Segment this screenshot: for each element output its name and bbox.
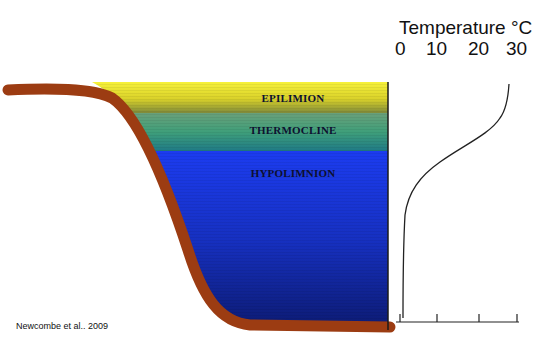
layer-label: EPILIMION xyxy=(262,92,325,104)
axis-title: Temperature °C xyxy=(399,17,532,39)
layer-label: THERMOCLINE xyxy=(249,124,336,136)
axis-tick-value: 20 xyxy=(468,38,489,60)
layer-label: HYPOLIMNION xyxy=(251,167,336,179)
water-layer-band: THERMOCLINE xyxy=(200,117,386,143)
axis-tick-value: 30 xyxy=(506,38,527,60)
source-note: Newcombe et al.. 2009 xyxy=(16,321,108,331)
axis-tick-value: 0 xyxy=(395,38,406,60)
water-layer-band: EPILIMION xyxy=(200,86,386,110)
axis-tick-value: 10 xyxy=(426,38,447,60)
water-layer-band: HYPOLIMNION xyxy=(200,160,386,186)
